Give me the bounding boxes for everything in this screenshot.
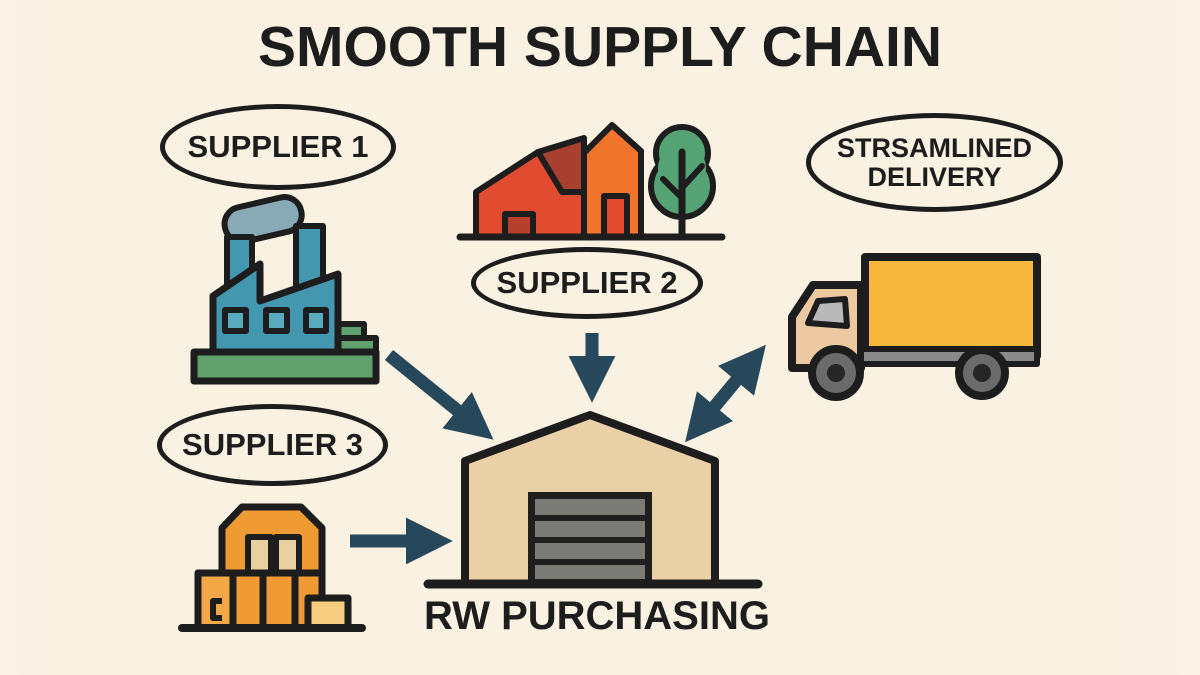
- factory-icon: [190, 194, 380, 385]
- arrow-supplier1-to-purchasing: [384, 349, 494, 440]
- supplier3-label: SUPPLIER 3: [182, 426, 363, 462]
- truck-wheel-rear: [955, 346, 1009, 400]
- tree: [648, 124, 716, 241]
- arrow-purchasing-delivery-double: [685, 344, 766, 443]
- houses-icon: [456, 122, 726, 241]
- flow-arrows: [350, 333, 766, 565]
- factory-smoke-puff: [221, 194, 305, 245]
- supplier1-bubble: SUPPLIER 1: [160, 104, 396, 190]
- factory-window-3: [303, 307, 329, 334]
- truck-cargo-box: [861, 253, 1041, 360]
- supplier3-bubble: SUPPLIER 3: [157, 404, 388, 486]
- supplier2-label: SUPPLIER 2: [496, 264, 678, 300]
- boxes-small-box: [304, 594, 352, 632]
- factory-window-2: [263, 307, 290, 334]
- factory-window-1: [222, 307, 249, 334]
- delivery-label-line1: STRSAMLINED: [837, 133, 1032, 164]
- house-right-door: [601, 193, 630, 240]
- truck-chassis: [858, 346, 1040, 367]
- factory-base-platform: [190, 348, 380, 385]
- truck-wheel-front: [808, 345, 864, 401]
- purchasing-label: RW PURCHASING: [424, 594, 770, 638]
- diagram-title: SMOOTH SUPPLY CHAIN: [257, 15, 943, 79]
- truck-icon: [788, 253, 1041, 401]
- warehouse-icon: [423, 411, 763, 589]
- delivery-bubble: STRSAMLINED DELIVERY: [806, 113, 1063, 212]
- boxes-icon: [178, 503, 366, 632]
- truck-window: [805, 296, 850, 329]
- supplier2-bubble: SUPPLIER 2: [471, 247, 703, 319]
- boxes-bracket-mark: [210, 598, 222, 621]
- boxes-panel-left: [245, 534, 274, 576]
- boxes-panel-right: [273, 534, 302, 576]
- supplier1-label: SUPPLIER 1: [187, 128, 369, 164]
- warehouse-garage-door: [528, 492, 652, 584]
- delivery-label-line2: DELIVERY: [867, 161, 1002, 192]
